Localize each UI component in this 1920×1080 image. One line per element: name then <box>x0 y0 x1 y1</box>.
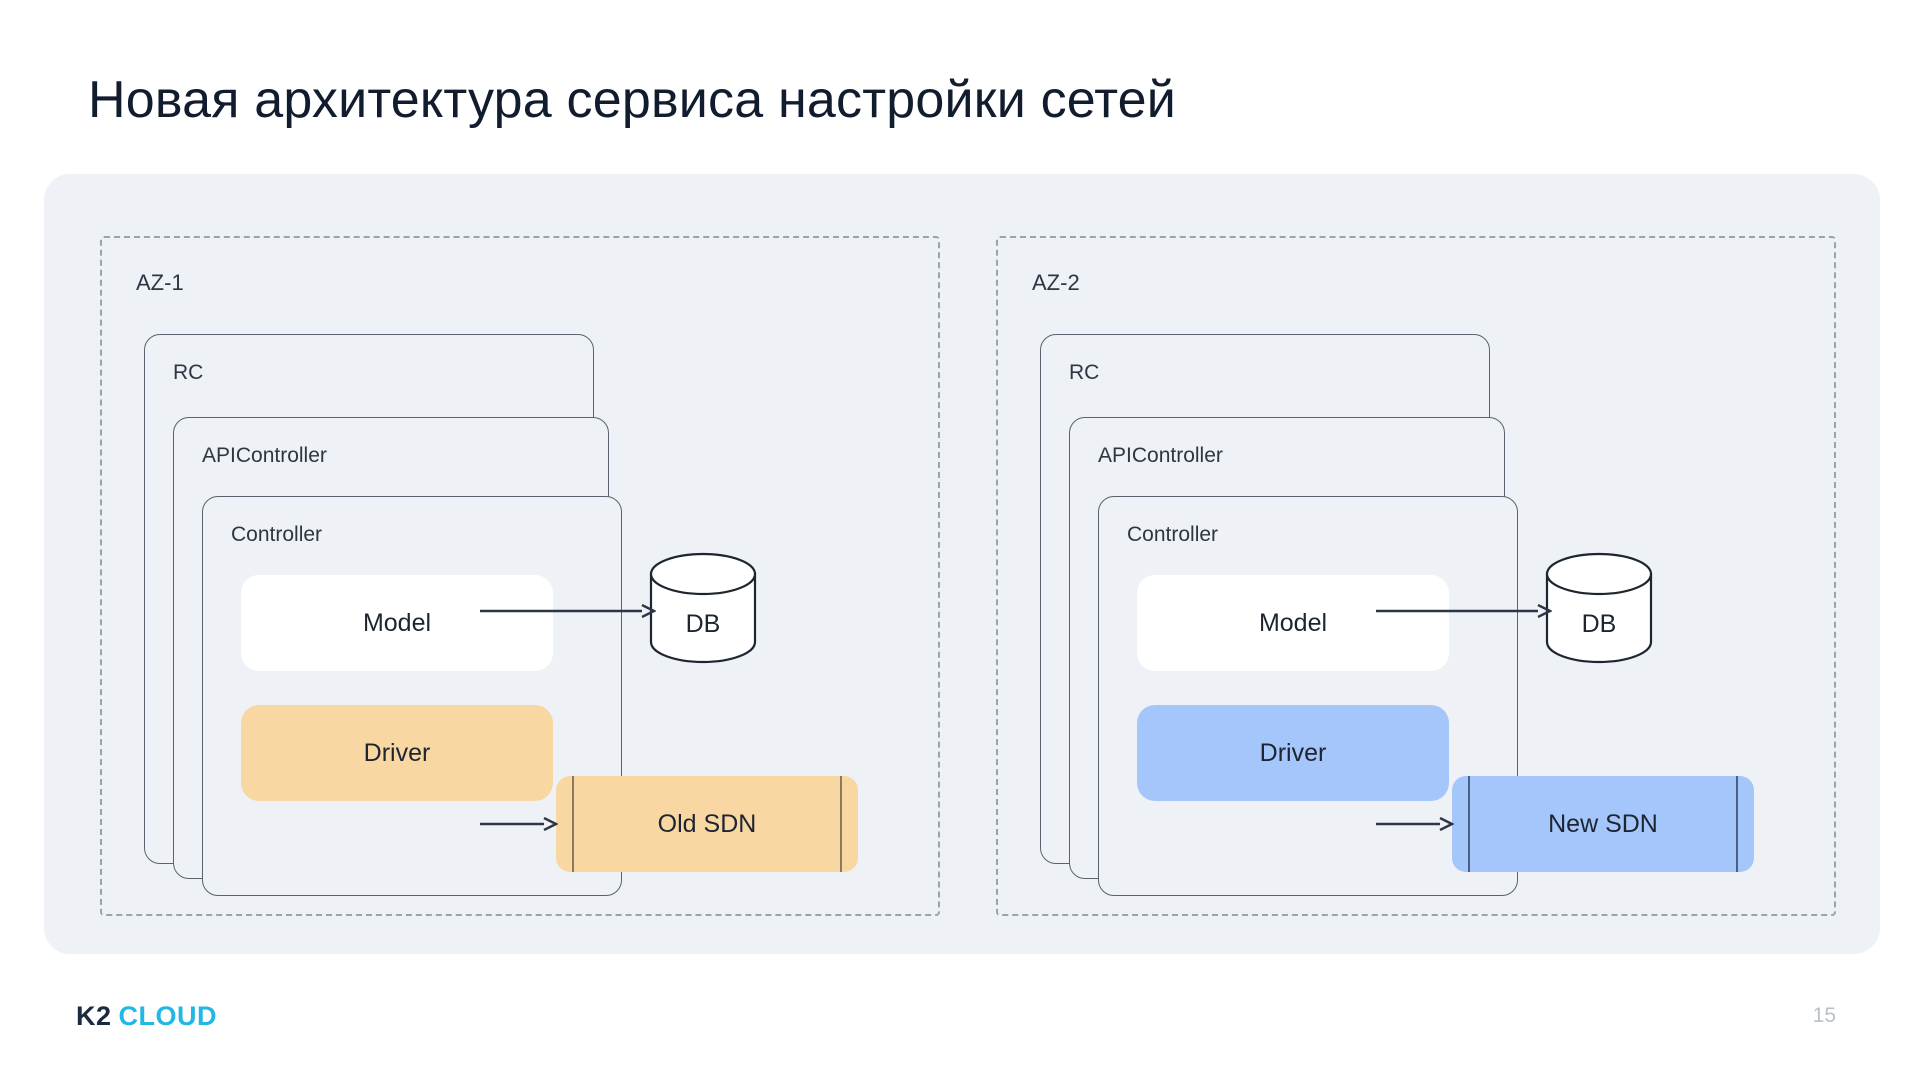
availability-zone-az-1: AZ-1 RC APIController Controller Model D… <box>100 236 940 916</box>
diagram-canvas: AZ-1 RC APIController Controller Model D… <box>44 174 1880 954</box>
az-1-label: AZ-1 <box>136 270 184 295</box>
az-1-driver-node: Driver <box>241 705 553 801</box>
az-2-sdn-label: New SDN <box>1548 809 1658 838</box>
az-2-driver-to-sdn-arrow <box>1376 817 1454 831</box>
az-1-driver-to-sdn-arrow <box>480 817 558 831</box>
az-1-database-cylinder: DB <box>648 552 758 664</box>
az-2-rc-label: RC <box>1069 361 1100 384</box>
az-2-label: AZ-2 <box>1032 270 1080 295</box>
az-1-sdn-right-rail <box>840 776 842 872</box>
az-1-db-label: DB <box>685 610 721 638</box>
az-1-controller-label: Controller <box>231 523 323 546</box>
az-1-sdn-label: Old SDN <box>657 809 757 838</box>
az-2-db-label: DB <box>1581 610 1617 638</box>
az-1-rc-label: RC <box>173 361 204 384</box>
az-2-database-cylinder: DB <box>1544 552 1654 664</box>
az-1-sdn-left-rail <box>572 776 574 872</box>
az-2-model-node: Model <box>1137 575 1449 671</box>
az-2-driver-node: Driver <box>1137 705 1449 801</box>
page-title: Новая архитектура сервиса настройки сете… <box>88 71 1176 129</box>
az-2-sdn-right-rail <box>1736 776 1738 872</box>
cylinder-icon <box>1545 552 1653 664</box>
az-1-controller-container: Controller Model Driver <box>202 496 622 896</box>
az-2-apicontroller-label: APIController <box>1098 444 1223 467</box>
az-1-apicontroller-label: APIController <box>202 444 327 467</box>
az-2-apicontroller-container: APIController Controller Model Driver <box>1069 417 1518 896</box>
az-2-rc-container: RC APIController Controller Model Driver <box>1040 334 1518 896</box>
logo-k2-text: K2 <box>76 1001 112 1031</box>
az-2-sdn-left-rail <box>1468 776 1470 872</box>
az-1-old-sdn-node: Old SDN <box>556 776 858 872</box>
az-1-model-to-db-arrow <box>480 604 656 618</box>
az-2-controller-label: Controller <box>1127 523 1219 546</box>
az-2-model-to-db-arrow <box>1376 604 1552 618</box>
page-number: 15 <box>1812 1004 1836 1027</box>
az-2-new-sdn-node: New SDN <box>1452 776 1754 872</box>
cylinder-icon <box>649 552 757 664</box>
az-2-controller-container: Controller Model Driver <box>1098 496 1518 896</box>
az-1-model-node: Model <box>241 575 553 671</box>
availability-zone-az-2: AZ-2 RC APIController Controller Model D… <box>996 236 1836 916</box>
az-1-rc-container: RC APIController Controller Model Driver <box>144 334 622 896</box>
az-1-apicontroller-container: APIController Controller Model Driver <box>173 417 622 896</box>
logo-cloud-text: CLOUD <box>118 1001 218 1031</box>
